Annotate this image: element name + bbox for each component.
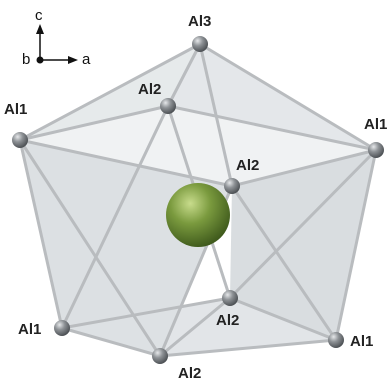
center-atom [166,183,230,247]
edge [198,42,378,152]
label-al1-right: Al1 [364,116,388,133]
axis-indicator [36,24,78,64]
atom-al1-lower-left [54,320,70,336]
al-atoms [12,36,384,364]
atom-al3-top [192,36,208,52]
b-axis-dot-icon [36,56,44,64]
atom-al2-lower [222,290,238,306]
edge [18,42,202,142]
edge [166,42,202,108]
label-al1-lower-left: Al1 [18,321,42,338]
atom-al2-middle [224,178,240,194]
edge [158,338,338,358]
edge [60,104,170,330]
face-right [230,150,376,340]
label-al1-lower-right: Al1 [350,333,374,350]
edge [228,148,378,300]
atom-al1-left [12,132,28,148]
b-axis-label: b [22,51,31,68]
c-axis-arrowhead-icon [36,24,44,34]
label-al2-middle: Al2 [236,157,260,174]
label-al2-lower: Al2 [216,312,240,329]
edge [60,296,232,330]
edge [230,148,378,188]
edge [60,326,162,358]
atom-al2-upper [160,98,176,114]
edge [228,296,338,342]
c-axis-label: c [35,7,43,24]
atom-al1-right [368,142,384,158]
a-axis-arrowhead-icon [68,56,78,64]
label-al2-upper: Al2 [138,81,162,98]
a-axis-label: a [82,51,91,68]
face-right-top [168,44,376,150]
label-al2-bottom: Al2 [178,365,202,382]
edge [166,104,378,152]
edge [18,104,170,142]
face-top-center [20,106,376,186]
face-bottom [62,298,336,356]
edge [230,184,338,342]
label-al1-left: Al1 [4,101,28,118]
atom-al2-bottom [152,348,168,364]
edge [18,138,234,188]
edge [334,148,378,342]
label-al3-top: Al3 [188,13,212,30]
edge [18,138,64,330]
polyhedron-edges [18,42,378,358]
atom-al1-lower-right [328,332,344,348]
edge [158,296,232,358]
edge [18,138,162,358]
